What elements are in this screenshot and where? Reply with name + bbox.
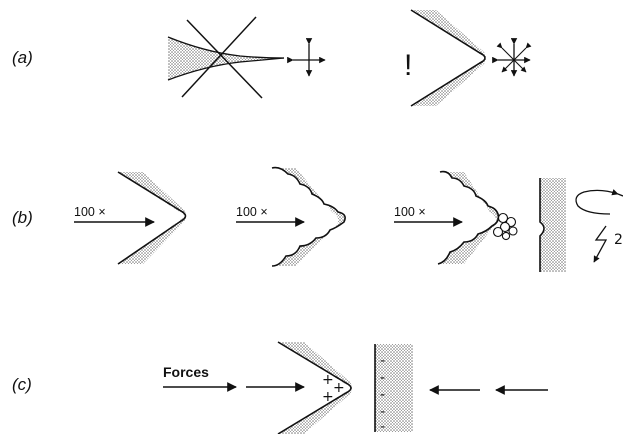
- forces-label: Forces: [163, 364, 209, 380]
- minus-charge: -: [380, 353, 385, 369]
- rough-tip: [271, 166, 346, 267]
- plus-charge: +: [322, 372, 334, 388]
- magnification-label-1: 100 ×: [74, 205, 106, 219]
- row-label-a: (a): [12, 48, 33, 67]
- blunt-v-tip: [410, 9, 486, 107]
- charged-surface: - - - - -: [374, 344, 413, 434]
- tip-charges: + + +: [322, 372, 345, 405]
- minus-charge: -: [380, 419, 385, 434]
- minus-charge: -: [380, 404, 385, 420]
- plus-charge: +: [322, 389, 334, 405]
- smooth-tip: [117, 171, 187, 265]
- magnification-label-3: 100 ×: [394, 205, 426, 219]
- adsorbed-particles: [492, 212, 518, 241]
- row-label-c: (c): [12, 375, 32, 394]
- exclamation-mark: !: [404, 49, 412, 82]
- magnification-label-2: 100 ×: [236, 205, 268, 219]
- multi-direction-arrow-icon: [492, 38, 532, 77]
- charged-tip: [277, 341, 352, 434]
- contaminated-tip: [437, 170, 500, 265]
- rotation-arrow-icon: [575, 189, 623, 215]
- cross-out-mark: [181, 16, 263, 99]
- minus-charge: -: [380, 370, 385, 386]
- sample-surface-b: [539, 178, 566, 272]
- lightning-arrow-icon: [593, 225, 608, 263]
- row-label-b: (b): [12, 208, 33, 227]
- plus-charge: +: [333, 380, 345, 396]
- truncated-glyph: 2: [614, 232, 623, 248]
- four-way-arrow-icon: [287, 38, 326, 77]
- minus-charge: -: [380, 387, 385, 403]
- sharp-thin-tip: [167, 36, 285, 81]
